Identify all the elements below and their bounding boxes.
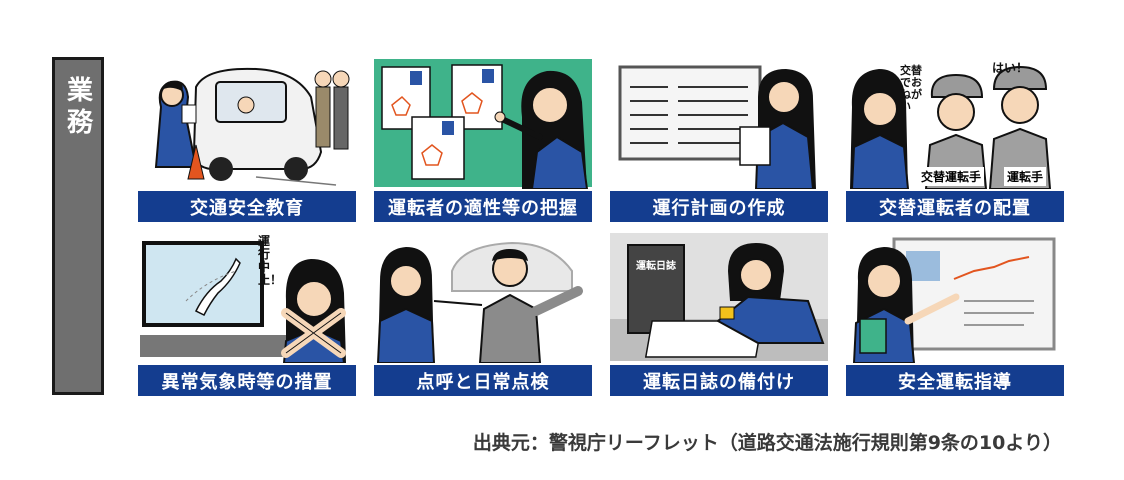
driving-log-illustration: 運転日誌 [608,231,830,363]
aptitude-chart-illustration [372,57,594,189]
panel-caption: 運行計画の作成 [610,191,828,222]
panel-caption: 安全運転指導 [846,365,1064,396]
panel-safe-driving-guidance: 安全運転指導 [844,231,1066,396]
duties-grid: 交通安全教育 [136,57,1066,397]
panel-caption: 異常気象時等の措置 [138,365,356,396]
speech-right: はい！ [992,61,1029,75]
roll-call-illustration [372,231,594,363]
stop-notice: 運行中止！ [258,234,283,287]
relief-driver-tag: 交替運転手 [918,167,985,186]
panel-caption: 点呼と日常点検 [374,365,592,396]
panel-abnormal-weather: 運行中止！ 異常気象時等の措置 [136,231,358,396]
relief-driver-illustration: 交替でおねがい はい！ 交替運転手 運転手 [844,57,1066,189]
log-book-title: 運転日誌 [636,261,676,272]
operation-plan-illustration [608,57,830,189]
panel-driver-aptitude: 運転者の適性等の把握 [372,57,594,222]
panel-traffic-safety-education: 交通安全教育 [136,57,358,222]
panel-caption: 運転者の適性等の把握 [374,191,592,222]
panel-caption: 運転日誌の備付け [610,365,828,396]
panel-caption: 交替運転者の配置 [846,191,1064,222]
panel-operation-plan: 運行計画の作成 [608,57,830,222]
panel-roll-call: 点呼と日常点検 [372,231,594,396]
side-label-text: 業務 [62,76,93,140]
safety-guidance-illustration [844,231,1066,363]
speech-left: 交替でおねがい [900,64,922,113]
driver-training-illustration [136,57,358,189]
panel-caption: 交通安全教育 [138,191,356,222]
source-citation: 出典元：警視庁リーフレット（道路交通法施行規則第9条の10より） [472,432,1062,454]
side-label: 業務 [52,57,104,395]
abnormal-weather-illustration: 運行中止！ [136,231,358,363]
panel-relief-driver: 交替でおねがい はい！ 交替運転手 運転手 交替運転者の配置 [844,57,1066,222]
driver-tag: 運転手 [1004,167,1047,186]
panel-driving-log: 運転日誌 運転日誌の備付け [608,231,830,396]
